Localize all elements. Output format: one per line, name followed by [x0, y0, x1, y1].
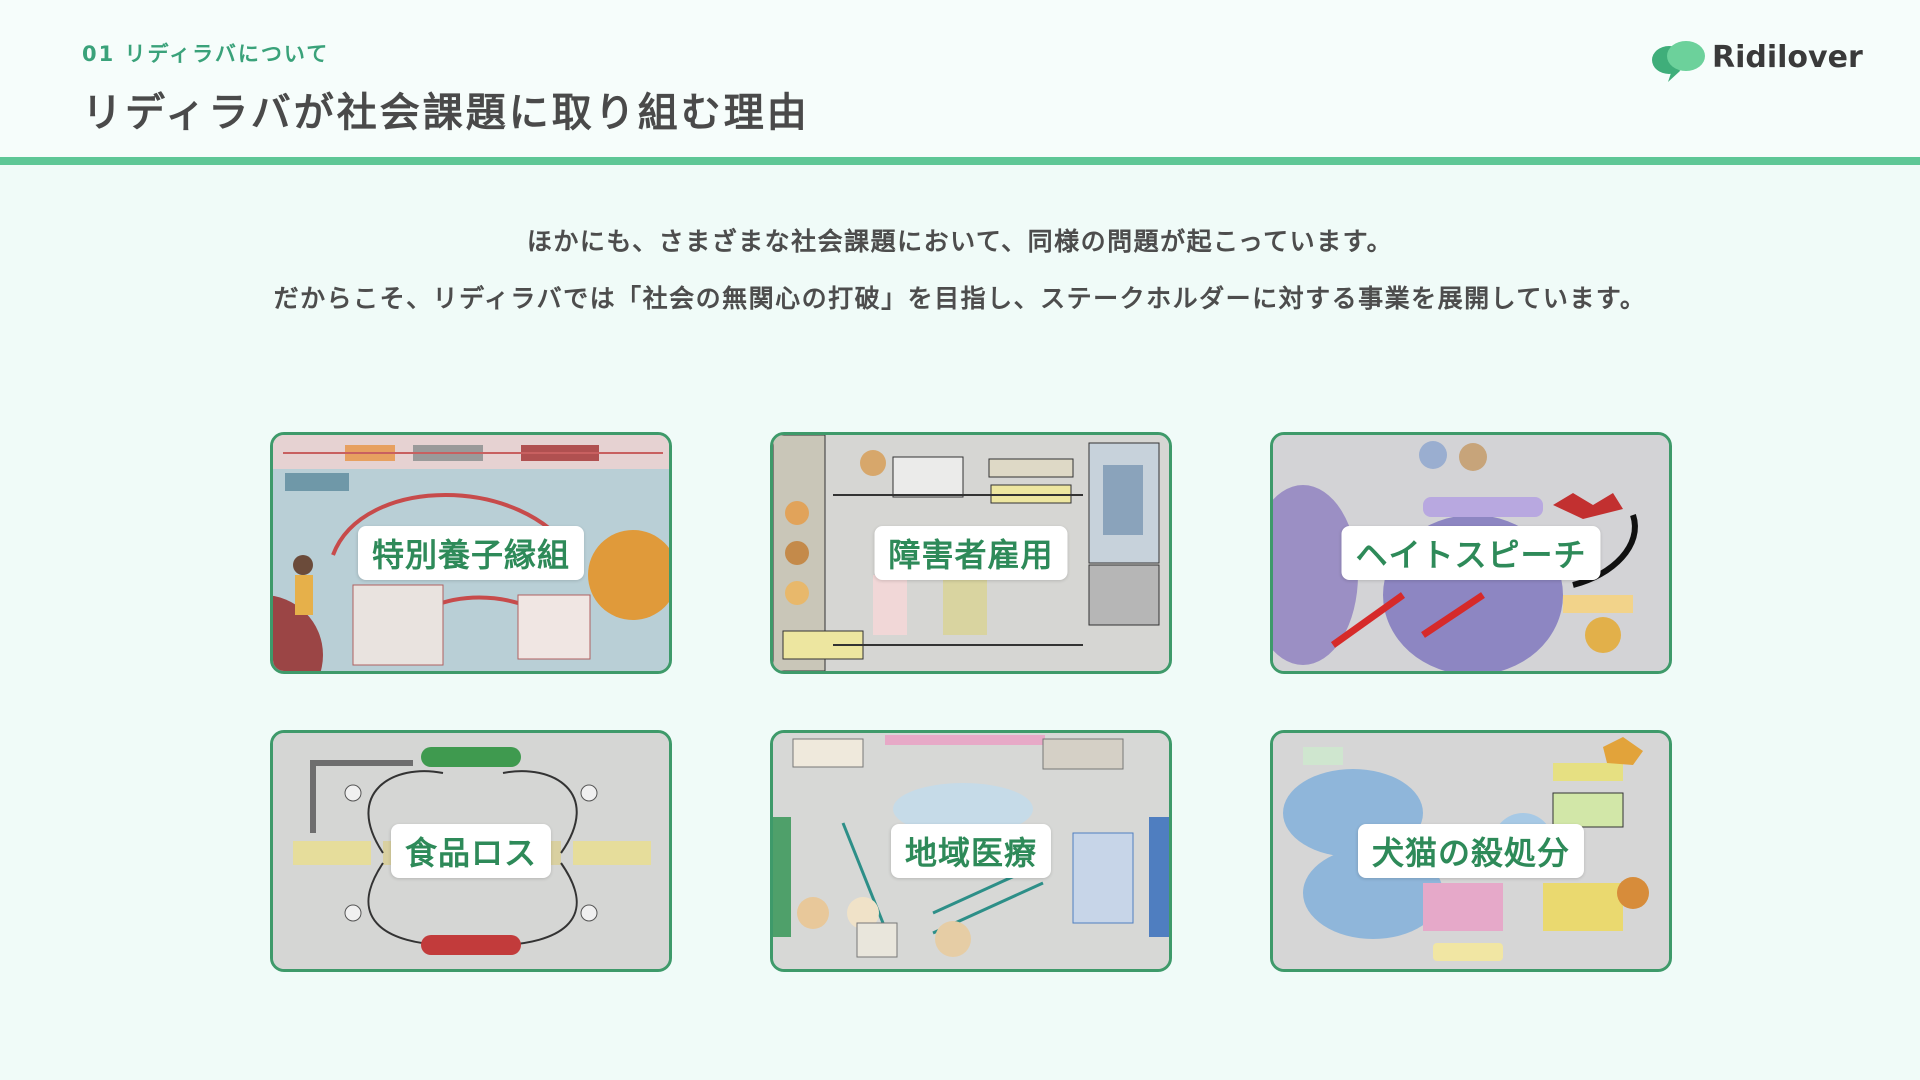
page-title: リディラバが社会課題に取り組む理由 — [82, 90, 810, 136]
card-label: 犬猫の殺処分 — [1357, 824, 1585, 878]
card-label: 特別養子縁組 — [357, 526, 585, 580]
issue-card-disability-employment[interactable]: 障害者雇用 — [770, 432, 1172, 674]
card-label: 食品ロス — [390, 824, 552, 878]
issue-card-regional-medicine[interactable]: 地域医療 — [770, 730, 1172, 972]
employment-illustration — [773, 435, 1169, 671]
speech-bubble-icon — [1652, 41, 1705, 82]
header-divider — [0, 157, 1920, 165]
section-label: 01 リディラバについて — [82, 42, 330, 66]
issue-card-food-loss[interactable]: 食品ロス — [270, 730, 672, 972]
issue-card-pet-euthanasia[interactable]: 犬猫の殺処分 — [1270, 730, 1672, 972]
header: 01 リディラバについて リディラバが社会課題に取り組む理由 Ridilover — [0, 0, 1920, 158]
issue-card-hate-speech[interactable]: ヘイトスピーチ — [1270, 432, 1672, 674]
logo-wordmark: Ridilover — [1712, 40, 1863, 75]
lead-text-line-1: ほかにも、さまざまな社会課題において、同様の問題が起こっています。 — [526, 227, 1394, 256]
issue-card-adoption[interactable]: 特別養子縁組 — [270, 432, 672, 674]
card-label: ヘイトスピーチ — [1341, 526, 1601, 580]
lead-text-line-2: だからこそ、リディラバでは「社会の無関心の打破」を目指し、ステークホルダーに対す… — [273, 284, 1647, 313]
brand-logo: Ridilover — [1650, 38, 1863, 84]
card-label: 地域医療 — [890, 824, 1052, 878]
card-label: 障害者雇用 — [874, 526, 1068, 580]
